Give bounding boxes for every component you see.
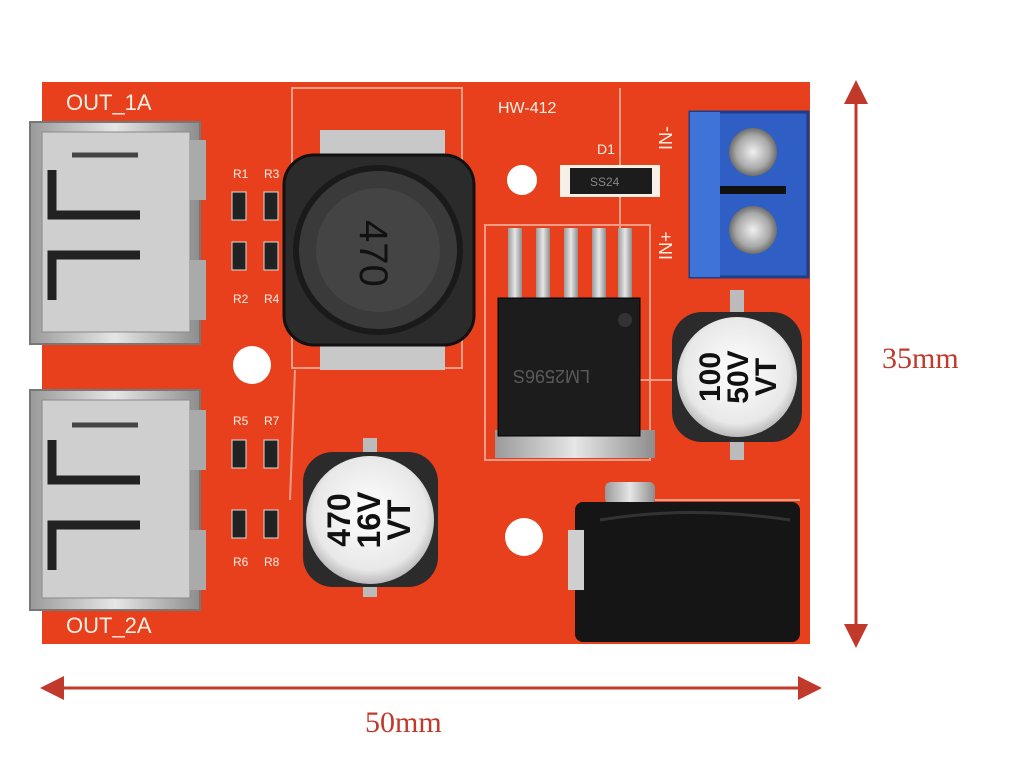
svg-text:470: 470: [321, 493, 357, 546]
svg-text:VT: VT: [750, 358, 783, 396]
model-label: HW-412: [498, 100, 556, 117]
mounting-hole: [505, 518, 543, 556]
regulator-marking: LM2596S: [513, 366, 590, 386]
svg-text:SS24: SS24: [590, 175, 620, 189]
resistor-group-bottom: R5 R7 R6 R8: [231, 414, 280, 569]
screw-terminal: [729, 206, 777, 254]
out2-label: OUT_2A: [66, 613, 152, 638]
inductor-marking: 470: [351, 220, 395, 287]
usb-port-out2: [29, 389, 206, 611]
svg-text:16V: 16V: [351, 491, 387, 549]
svg-text:R3: R3: [264, 167, 280, 181]
mounting-hole: [233, 346, 271, 384]
svg-text:R2: R2: [233, 292, 249, 306]
capacitor-100uf: 100 50V VT: [672, 290, 802, 460]
regulator-ic: LM2596S: [495, 228, 655, 458]
svg-text:50V: 50V: [722, 350, 755, 403]
height-dimension-label: 35mm: [882, 342, 959, 375]
capacitor-470uf: 470 16V VT: [303, 438, 438, 597]
in-plus-label: IN+: [656, 231, 676, 260]
resistor-group-top: R1 R3 R2 R4: [231, 167, 280, 306]
svg-text:100: 100: [694, 352, 727, 402]
diode: D1 SS24: [560, 141, 660, 197]
svg-text:R4: R4: [264, 292, 280, 306]
mounting-hole: [507, 165, 537, 195]
svg-text:D1: D1: [597, 141, 615, 157]
svg-text:R6: R6: [233, 555, 249, 569]
width-dimension-label: 50mm: [365, 706, 442, 739]
svg-text:R8: R8: [264, 555, 280, 569]
svg-text:R7: R7: [264, 414, 280, 428]
svg-text:VT: VT: [381, 499, 417, 540]
svg-text:R5: R5: [233, 414, 249, 428]
usb-port-out1: [29, 121, 206, 345]
in-minus-label: IN-: [656, 126, 676, 150]
terminal-block: [688, 110, 810, 279]
dc-barrel-jack: [568, 482, 800, 642]
inductor: 470: [282, 130, 476, 370]
svg-text:R1: R1: [233, 167, 249, 181]
screw-terminal: [729, 128, 777, 176]
out1-label: OUT_1A: [66, 90, 152, 115]
